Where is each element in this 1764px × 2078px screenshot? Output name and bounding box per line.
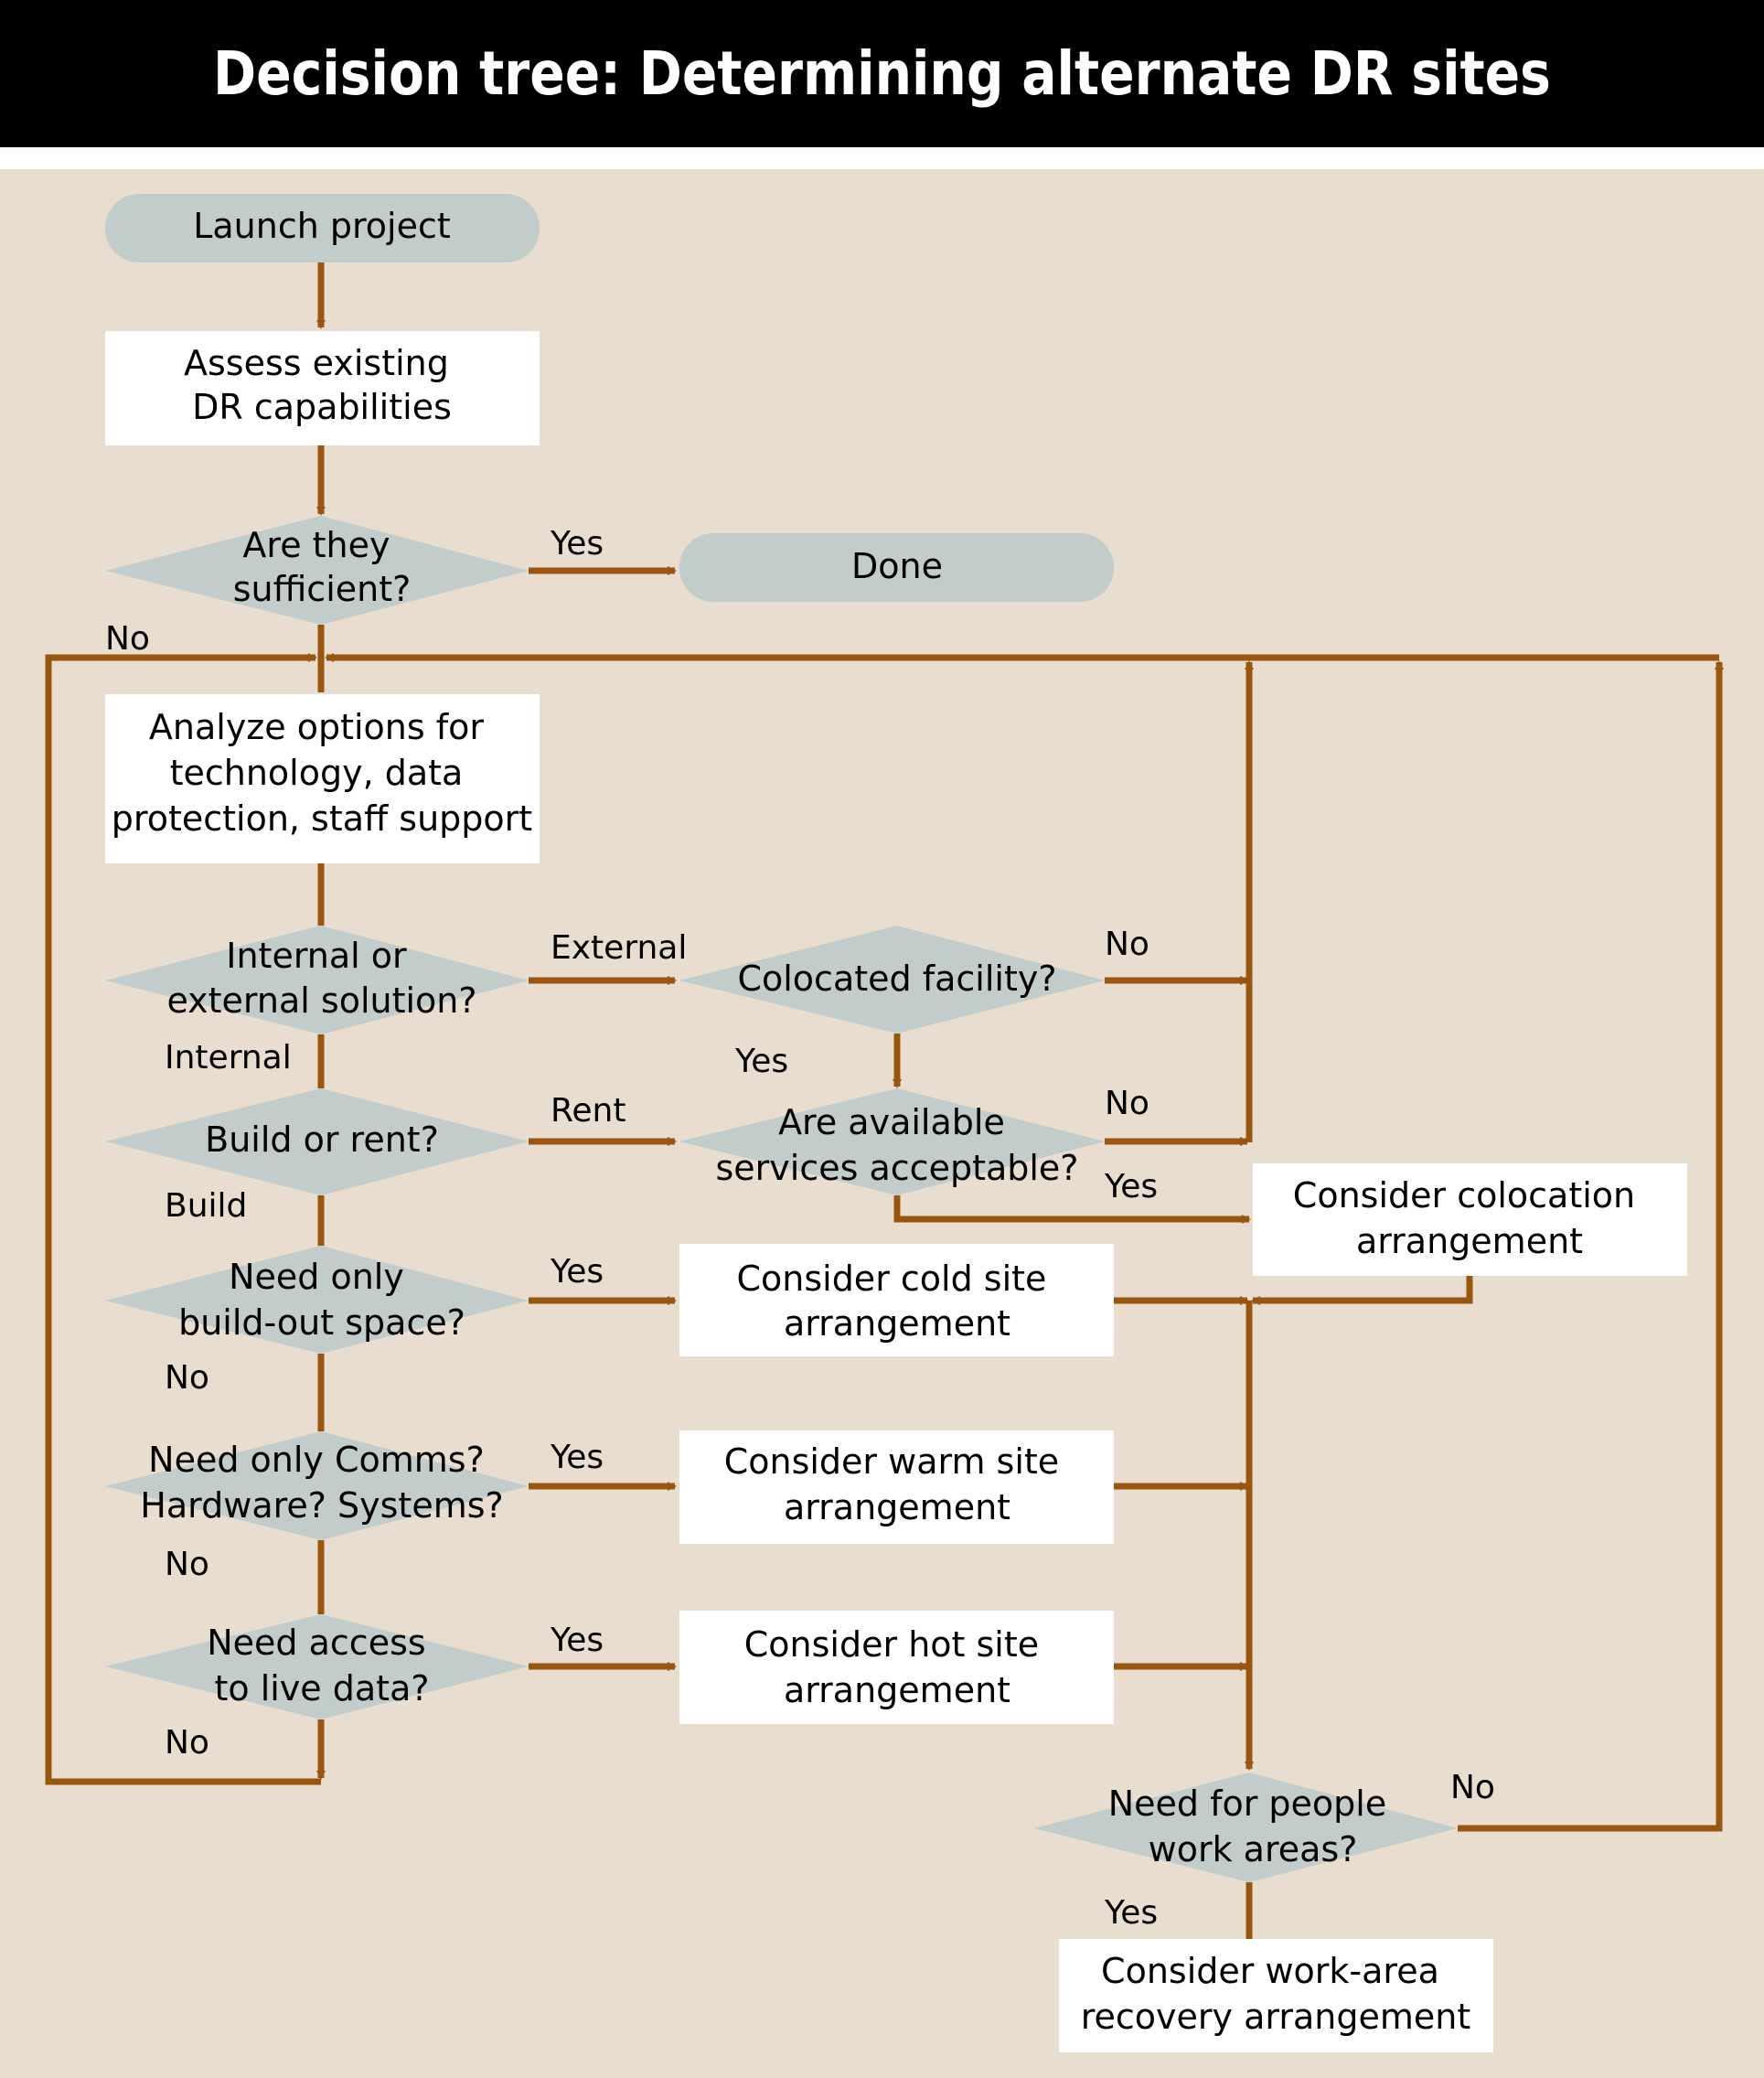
decision-shape (105, 516, 529, 625)
node-livedata: Need access to live data? (105, 1614, 529, 1719)
label-buildout-yes: Yes (550, 1253, 604, 1291)
terminal-shape (105, 194, 540, 262)
label-livedata-no: No (165, 1724, 209, 1762)
decision-shape (105, 1614, 529, 1719)
connectors (45, 262, 1724, 1939)
node-analyze-label: Analyze options for technology, data pro… (112, 707, 532, 839)
decision-shape (1034, 1773, 1458, 1882)
process-shape (1059, 1939, 1493, 2052)
label-internal: Internal (165, 1039, 292, 1076)
label-livedata-yes: Yes (550, 1622, 604, 1659)
label-buildout-no: No (165, 1359, 209, 1397)
node-analyze: Analyze options for technology, data pro… (105, 694, 540, 863)
process-shape (105, 331, 540, 445)
node-launch: Launch project (105, 194, 540, 262)
node-launch-label: Launch project (193, 206, 451, 246)
node-buildout-label: Need only build-out space? (178, 1257, 465, 1343)
edge-services-colocation (893, 1195, 1251, 1224)
node-colocation: Consider colocation arrangement (1253, 1163, 1687, 1276)
node-hot: Consider hot site arrangement (679, 1611, 1114, 1724)
node-people: Need for people work areas? (1034, 1773, 1458, 1882)
label-comms-yes: Yes (550, 1439, 604, 1476)
process-shape (679, 1430, 1114, 1544)
node-done: Done (679, 533, 1114, 602)
process-shape (1253, 1163, 1687, 1276)
edge-people-no-loop (1458, 660, 1724, 1832)
node-livedata-label: Need access to live data? (207, 1623, 437, 1708)
decision-shape (105, 926, 529, 1034)
label-sufficient-yes: Yes (550, 525, 604, 562)
node-internal-external: Internal or external solution? (105, 926, 529, 1034)
decision-shape (679, 1088, 1105, 1195)
node-workarea-label: Consider work-area recovery arrangement (1081, 1951, 1470, 2037)
process-shape (105, 694, 540, 863)
node-build-rent-label: Build or rent? (205, 1119, 439, 1160)
label-comms-no: No (165, 1546, 209, 1583)
edge-labels: Yes No External Internal No Yes Rent Bui… (105, 525, 1495, 1932)
label-services-yes: Yes (1104, 1168, 1158, 1205)
label-colocated-no: No (1105, 926, 1149, 963)
label-colocated-yes: Yes (734, 1043, 788, 1080)
decision-shape (105, 1246, 529, 1354)
node-hot-label: Consider hot site arrangement (744, 1624, 1050, 1710)
node-services: Are available services acceptable? (679, 1088, 1105, 1195)
node-sufficient: Are they sufficient? (105, 516, 529, 625)
decision-shape (679, 926, 1105, 1034)
node-assess-label: Assess existing DR capabilities (184, 343, 460, 427)
node-comms: Need only Comms? Hardware? Systems? (105, 1431, 529, 1540)
node-buildout: Need only build-out space? (105, 1246, 529, 1354)
node-warm-label: Consider warm site arrangement (724, 1441, 1071, 1527)
process-shape (679, 1244, 1114, 1356)
label-people-yes: Yes (1104, 1894, 1158, 1932)
node-comms-label: Need only Comms? Hardware? Systems? (140, 1440, 503, 1526)
node-sufficient-label: Are they sufficient? (233, 525, 412, 609)
header-divider (0, 147, 1764, 169)
node-cold-label: Consider cold site arrangement (736, 1259, 1057, 1344)
terminal-shape (679, 533, 1114, 602)
process-shape (679, 1611, 1114, 1724)
label-services-no: No (1105, 1085, 1149, 1122)
node-internal-external-label: Internal or external solution? (166, 936, 476, 1021)
label-sufficient-no: No (105, 620, 150, 658)
node-done-label: Done (851, 546, 943, 586)
page-title: Decision tree: Determining alternate DR … (213, 38, 1551, 109)
edge-loop-left (45, 653, 321, 1785)
label-build: Build (165, 1187, 247, 1225)
label-people-no: No (1450, 1769, 1495, 1806)
node-warm: Consider warm site arrangement (679, 1430, 1114, 1544)
node-colocated: Colocated facility? (679, 926, 1105, 1034)
node-assess: Assess existing DR capabilities (105, 331, 540, 445)
edge-colocation-bus (1251, 1274, 1473, 1305)
header-bar (0, 0, 1764, 147)
decision-shape (105, 1431, 529, 1540)
node-workarea: Consider work-area recovery arrangement (1059, 1939, 1493, 2052)
node-build-rent: Build or rent? (105, 1088, 529, 1195)
node-colocation-label: Consider colocation arrangement (1293, 1175, 1646, 1261)
node-cold: Consider cold site arrangement (679, 1244, 1114, 1356)
label-rent: Rent (551, 1092, 625, 1130)
node-colocated-label: Colocated facility? (737, 959, 1056, 999)
decision-shape (105, 1088, 529, 1195)
node-services-label: Are available services acceptable? (716, 1102, 1079, 1188)
node-people-label: Need for people work areas? (1108, 1783, 1398, 1869)
label-external: External (551, 929, 687, 967)
